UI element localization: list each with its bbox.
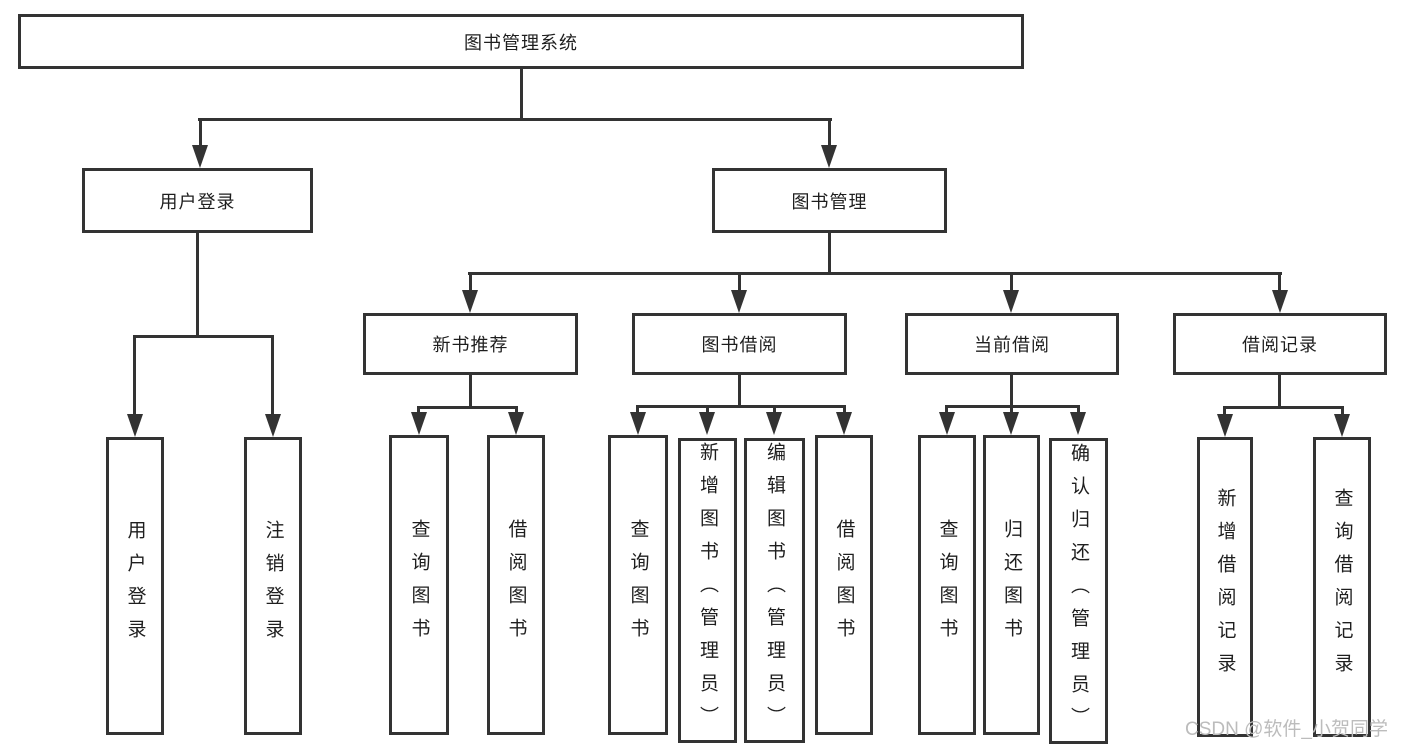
arrow-down-icon	[630, 412, 646, 435]
arrow-down-icon	[699, 412, 715, 435]
connector-line	[773, 405, 776, 413]
arrow-down-icon	[508, 412, 524, 435]
leaf-add-books-admin: 新增图书（管理员）	[678, 438, 737, 743]
arrow-down-icon	[1003, 290, 1019, 313]
connector-line	[1278, 272, 1281, 292]
arrow-down-icon	[1070, 412, 1086, 435]
arrow-down-icon	[411, 412, 427, 435]
connector-line	[636, 405, 846, 408]
connector-line	[706, 405, 709, 413]
connector-line	[738, 272, 741, 292]
connector-line	[1010, 272, 1013, 292]
arrow-down-icon	[1272, 290, 1288, 313]
leaf-borrowing-query-books-label: 查询图书	[627, 519, 649, 651]
node-borrowing-records: 借阅记录	[1173, 313, 1387, 375]
connector-line	[198, 118, 832, 121]
connector-line	[199, 118, 202, 147]
csdn-watermark: CSDN @软件_小贺同学	[1185, 719, 1388, 740]
node-current-borrowing: 当前借阅	[905, 313, 1119, 375]
leaf-add-books-admin-label: 新增图书（管理员）	[697, 442, 718, 739]
leaf-return-books: 归还图书	[983, 435, 1040, 735]
node-current-borrowing-label: 当前借阅	[974, 335, 1050, 355]
connector-line	[828, 118, 831, 147]
leaf-borrowing-borrow-books: 借阅图书	[815, 435, 873, 735]
node-new-book-recommend: 新书推荐	[363, 313, 578, 375]
leaf-edit-books-admin-label: 编辑图书（管理员）	[764, 442, 785, 739]
node-new-book-recommend-label: 新书推荐	[432, 335, 509, 355]
node-root: 图书管理系统	[18, 14, 1024, 69]
leaf-newbook-query-books: 查询图书	[389, 435, 449, 735]
arrow-down-icon	[265, 414, 281, 437]
connector-line	[1223, 406, 1344, 409]
leaf-user-login: 用户登录	[106, 437, 164, 735]
node-borrowing-records-label: 借阅记录	[1242, 335, 1318, 355]
node-book-borrowing-label: 图书借阅	[701, 335, 778, 355]
connector-line	[843, 405, 846, 413]
connector-line	[469, 272, 472, 292]
connector-line	[271, 335, 274, 415]
connector-line	[828, 233, 831, 275]
leaf-user-login-label: 用户登录	[124, 520, 146, 652]
connector-line	[468, 272, 1282, 275]
leaf-newbook-borrow-books-label: 借阅图书	[505, 519, 527, 651]
arrow-down-icon	[1003, 412, 1019, 435]
leaf-borrowing-query-books: 查询图书	[608, 435, 668, 735]
arrow-down-icon	[462, 290, 478, 313]
leaf-current-query-books: 查询图书	[918, 435, 976, 735]
connector-line	[520, 68, 523, 120]
leaf-logout-label: 注销登录	[262, 520, 284, 652]
leaf-query-borrow-record-label: 查询借阅记录	[1331, 488, 1353, 686]
connector-line	[196, 233, 199, 338]
leaf-newbook-query-books-label: 查询图书	[408, 519, 430, 651]
leaf-edit-books-admin: 编辑图书（管理员）	[744, 438, 805, 743]
arrow-down-icon	[836, 412, 852, 435]
arrow-down-icon	[192, 145, 208, 168]
connector-line	[1010, 375, 1013, 408]
node-book-management-label: 图书管理	[791, 191, 868, 212]
connector-line	[738, 375, 741, 408]
leaf-confirm-return-admin-label: 确认归还（管理员）	[1068, 442, 1089, 740]
arrow-down-icon	[939, 412, 955, 435]
connector-line	[1223, 406, 1226, 414]
connector-line	[515, 406, 518, 414]
leaf-confirm-return-admin: 确认归还（管理员）	[1049, 438, 1108, 744]
connector-line	[417, 406, 420, 414]
leaf-return-books-label: 归还图书	[1001, 519, 1022, 651]
connector-line	[133, 335, 274, 338]
connector-line	[636, 405, 639, 413]
leaf-logout: 注销登录	[244, 437, 302, 735]
connector-line	[1010, 405, 1013, 413]
leaf-newbook-borrow-books: 借阅图书	[487, 435, 545, 735]
connector-line	[469, 375, 472, 409]
connector-line	[1077, 405, 1080, 413]
connector-line	[133, 335, 136, 415]
connector-line	[417, 406, 518, 409]
arrow-down-icon	[766, 412, 782, 435]
arrow-down-icon	[1334, 414, 1350, 437]
connector-line	[1341, 406, 1344, 414]
node-book-management: 图书管理	[712, 168, 947, 233]
arrow-down-icon	[821, 145, 837, 168]
leaf-query-borrow-record: 查询借阅记录	[1313, 437, 1371, 737]
connector-line	[1278, 375, 1281, 409]
arrow-down-icon	[731, 290, 747, 313]
leaf-current-query-books-label: 查询图书	[936, 519, 958, 651]
leaf-borrowing-borrow-books-label: 借阅图书	[833, 519, 855, 651]
node-user-login: 用户登录	[82, 168, 313, 233]
arrow-down-icon	[1217, 414, 1233, 437]
connector-line	[945, 405, 948, 413]
node-user-login-label: 用户登录	[159, 191, 236, 212]
leaf-add-borrow-record: 新增借阅记录	[1197, 437, 1253, 737]
node-root-label: 图书管理系统	[464, 32, 578, 53]
node-book-borrowing: 图书借阅	[632, 313, 847, 375]
arrow-down-icon	[127, 414, 143, 437]
leaf-add-borrow-record-label: 新增借阅记录	[1214, 488, 1236, 686]
